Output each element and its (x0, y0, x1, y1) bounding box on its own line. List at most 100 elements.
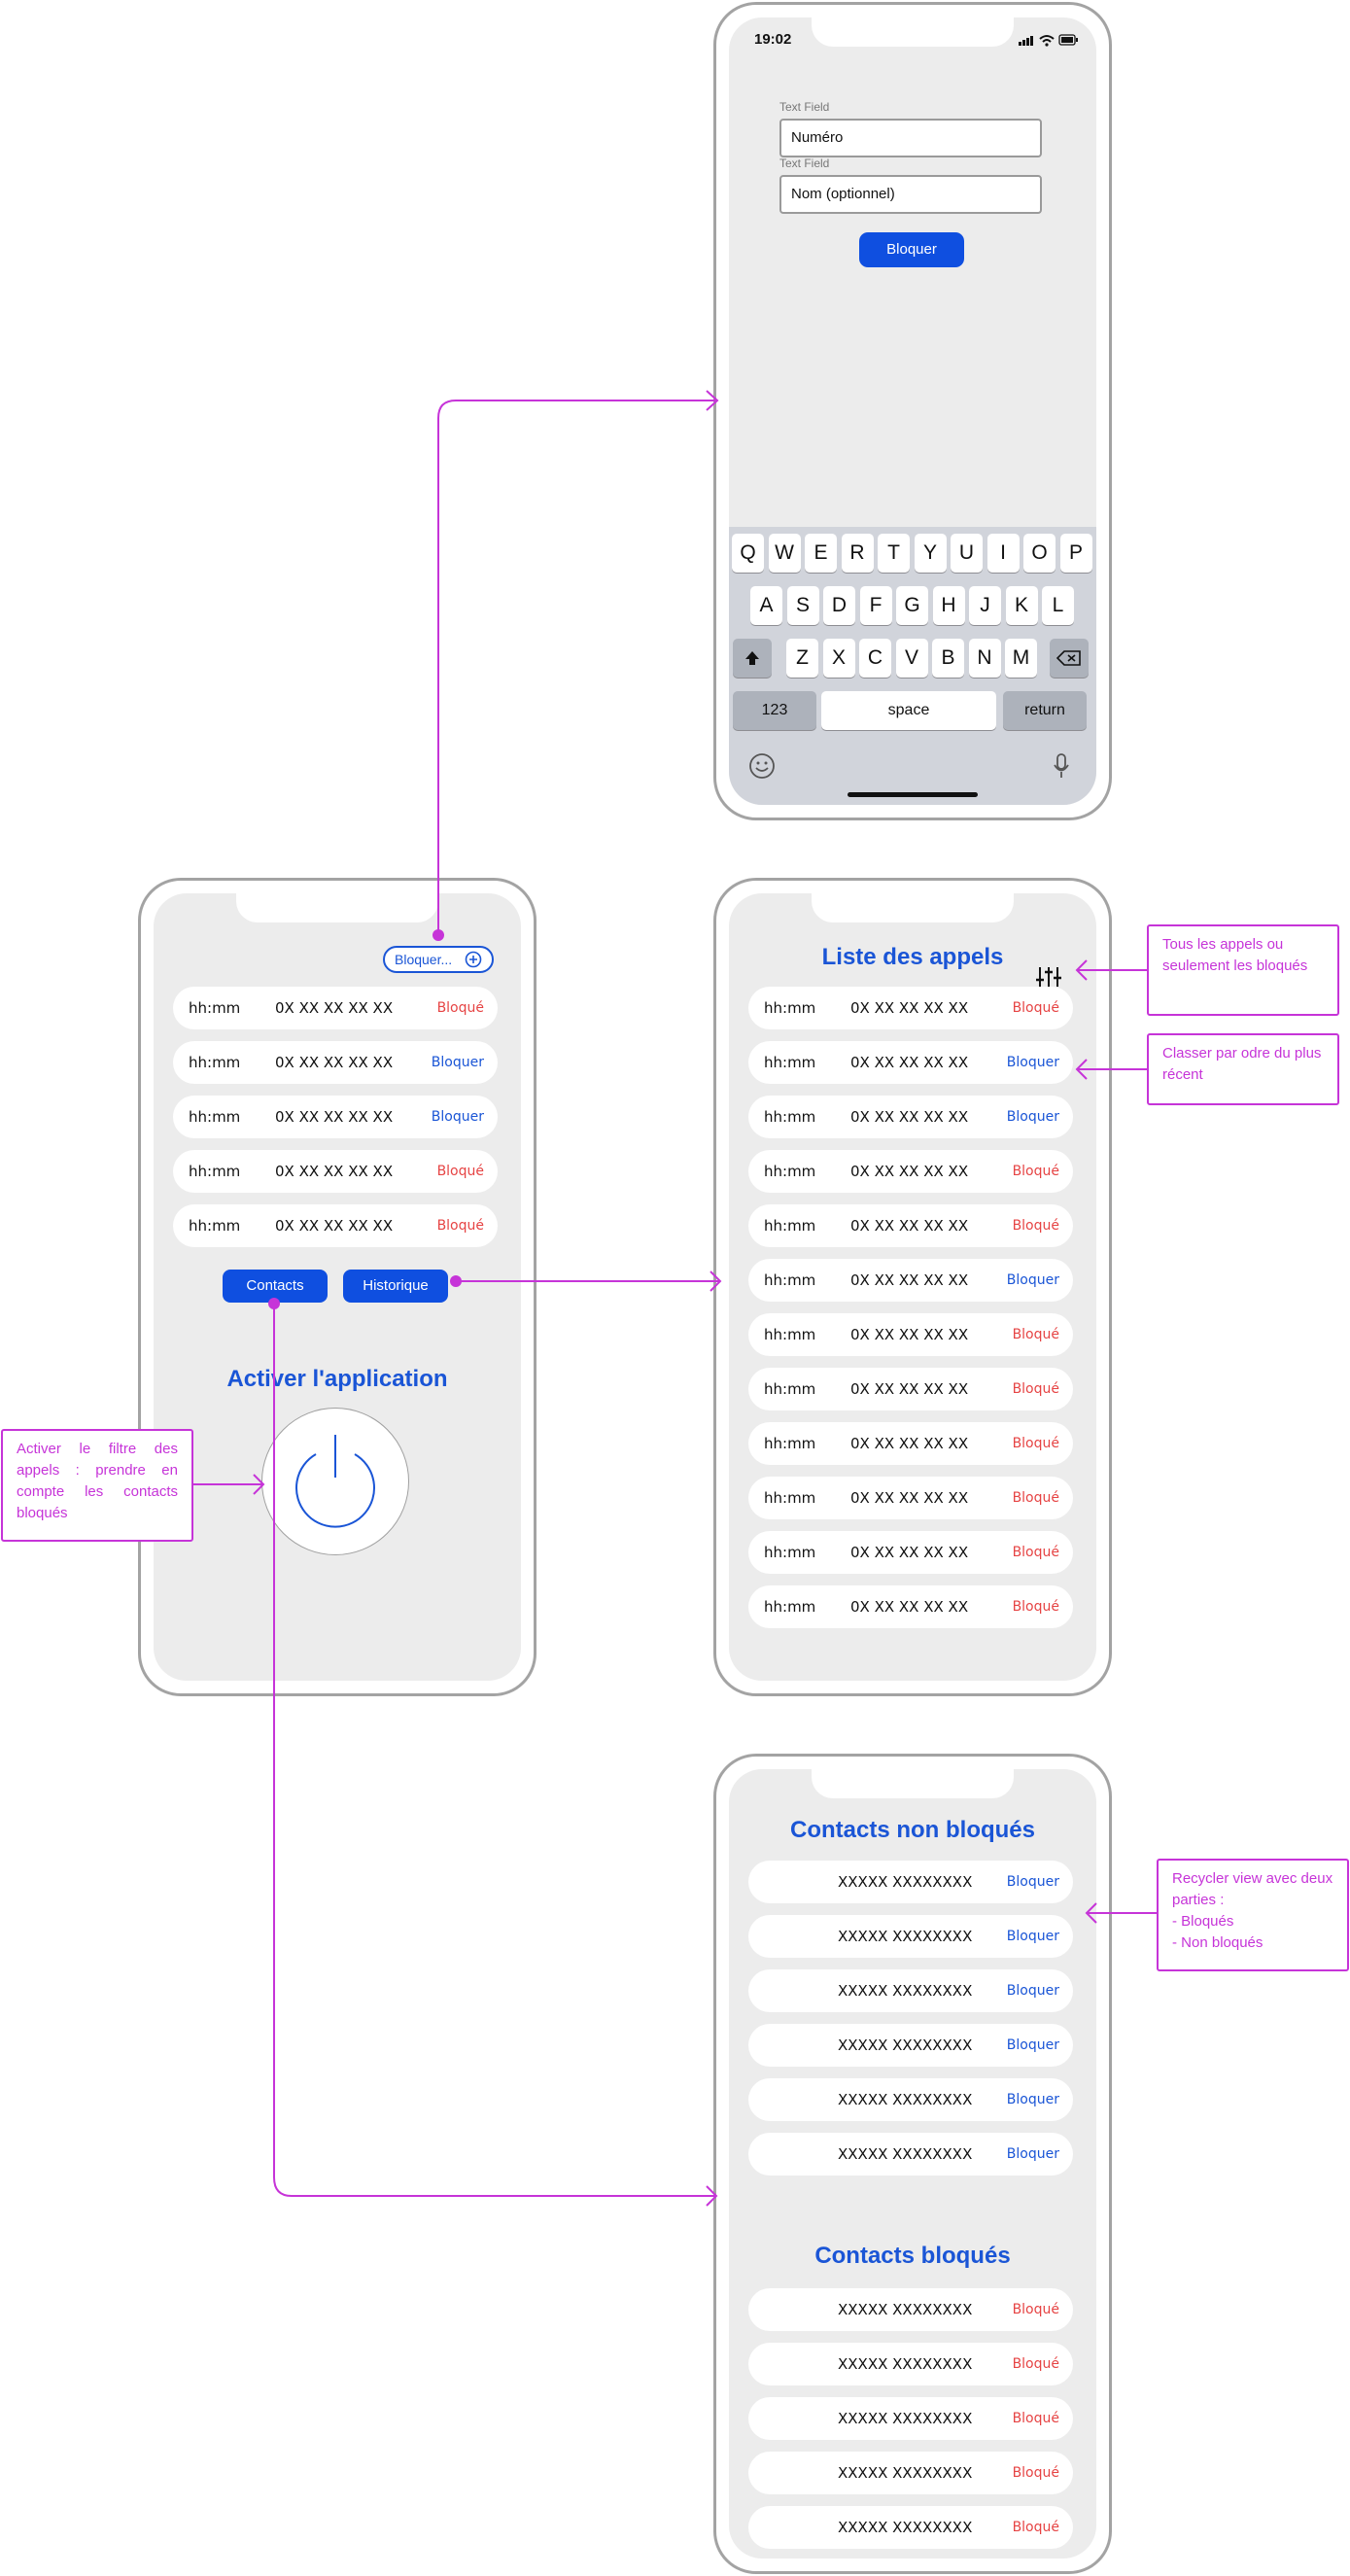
space-key[interactable]: space (821, 691, 996, 730)
unblocked-contact-row: XXXXX XXXXXXXX Bloquer (748, 2024, 1073, 2067)
key-b[interactable]: B (932, 639, 964, 678)
blocked-status: Bloqué (1012, 1327, 1059, 1342)
blocked-status: Bloqué (436, 1218, 484, 1234)
power-icon (295, 1435, 375, 1528)
blocked-status: Bloqué (1012, 1000, 1059, 1016)
key-t[interactable]: T (878, 534, 910, 573)
key-a[interactable]: A (750, 586, 782, 625)
key-r[interactable]: R (841, 534, 874, 573)
number-field[interactable]: Numéro (779, 119, 1042, 157)
key-x[interactable]: X (822, 639, 855, 678)
sliders-icon[interactable] (1036, 965, 1061, 989)
emoji-icon[interactable] (748, 752, 776, 780)
key-w[interactable]: W (768, 534, 801, 573)
contact-name: XXXXX XXXXXXXX (838, 2091, 973, 2108)
recycler-annotation: Recycler view avec deux parties : - Bloq… (1157, 1859, 1349, 1971)
backspace-key[interactable] (1050, 639, 1089, 678)
power-button[interactable] (261, 1408, 409, 1555)
blocked-status: Bloqué (1012, 2411, 1059, 2426)
block-button[interactable]: Bloquer (1006, 1929, 1059, 1944)
phone-number: 0X XX XX XX XX (275, 1054, 394, 1071)
key-n[interactable]: N (968, 639, 1001, 678)
key-e[interactable]: E (805, 534, 837, 573)
key-o[interactable]: O (1023, 534, 1056, 573)
contact-name: XXXXX XXXXXXXX (838, 2519, 973, 2536)
call-time: hh:mm (189, 1163, 241, 1180)
block-submit-button[interactable]: Bloquer (859, 232, 964, 267)
key-j[interactable]: J (969, 586, 1001, 625)
call-time: hh:mm (764, 1271, 816, 1289)
key-v[interactable]: V (895, 639, 928, 678)
call-time: hh:mm (764, 1217, 816, 1235)
contact-name: XXXXX XXXXXXXX (838, 2036, 973, 2054)
key-c[interactable]: C (859, 639, 891, 678)
key-p[interactable]: P (1059, 534, 1092, 573)
blocked-status: Bloqué (1012, 2356, 1059, 2372)
activate-title: Activer l'application (226, 1366, 448, 1392)
call-time: hh:mm (764, 1054, 816, 1071)
notch (812, 893, 1014, 922)
microphone-icon[interactable] (1052, 752, 1071, 780)
blocked-status: Bloqué (1012, 1164, 1059, 1179)
block-button[interactable]: Bloquer (1006, 1109, 1059, 1125)
connector-block-form (437, 400, 715, 935)
key-u[interactable]: U (951, 534, 983, 573)
blocked-status: Bloqué (1012, 1599, 1059, 1615)
field-number-label: Text Field (779, 100, 830, 114)
key-l[interactable]: L (1042, 586, 1074, 625)
name-field[interactable]: Nom (optionnel) (779, 175, 1042, 214)
key-d[interactable]: D (823, 586, 855, 625)
block-button[interactable]: Bloquer (1006, 2092, 1059, 2107)
block-button[interactable]: Bloquer (1006, 1055, 1059, 1070)
key-f[interactable]: F (859, 586, 892, 625)
return-key[interactable]: return (1003, 691, 1087, 730)
add-circle-icon (465, 951, 482, 968)
key-g[interactable]: G (896, 586, 928, 625)
block-button[interactable]: Bloquer (1006, 1983, 1059, 1999)
sort-annotation: Classer par odre du plus récent (1147, 1033, 1339, 1105)
status-icons (1019, 33, 1079, 47)
block-button[interactable]: Bloquer (1006, 2037, 1059, 2053)
call-time: hh:mm (764, 999, 816, 1017)
block-button[interactable]: Bloquer (1006, 1874, 1059, 1890)
key-k[interactable]: K (1005, 586, 1038, 625)
key-y[interactable]: Y (914, 534, 947, 573)
contacts-button[interactable]: Contacts (223, 1270, 328, 1303)
blocked-status: Bloqué (1012, 1545, 1059, 1560)
phone-number: 0X XX XX XX XX (850, 1435, 969, 1452)
call-time: hh:mm (764, 1489, 816, 1507)
blocked-status: Bloqué (1012, 2465, 1059, 2481)
block-button[interactable]: Bloquer (1006, 1272, 1059, 1288)
key-z[interactable]: Z (786, 639, 818, 678)
home-indicator (848, 792, 978, 797)
key-s[interactable]: S (786, 586, 819, 625)
call-time: hh:mm (189, 999, 241, 1017)
phone-number: 0X XX XX XX XX (850, 1326, 969, 1343)
blocked-status: Bloqué (1012, 1218, 1059, 1234)
phone-number: 0X XX XX XX XX (850, 1544, 969, 1561)
key-i[interactable]: I (987, 534, 1020, 573)
block-number-button[interactable]: Bloquer... (383, 946, 494, 973)
block-button[interactable]: Bloquer (1006, 2146, 1059, 2162)
numbers-key[interactable]: 123 (733, 691, 816, 730)
key-h[interactable]: H (932, 586, 965, 625)
key-q[interactable]: Q (732, 534, 764, 573)
history-button[interactable]: Historique (343, 1270, 448, 1303)
shift-key[interactable] (733, 639, 772, 678)
backspace-icon (1056, 650, 1081, 666)
phone-number: 0X XX XX XX XX (275, 1163, 394, 1180)
phone-number: 0X XX XX XX XX (275, 1217, 394, 1235)
block-button[interactable]: Bloquer (431, 1109, 484, 1125)
block-button[interactable]: Bloquer (431, 1055, 484, 1070)
key-m[interactable]: M (1005, 639, 1037, 678)
blocked-status: Bloqué (436, 1164, 484, 1179)
